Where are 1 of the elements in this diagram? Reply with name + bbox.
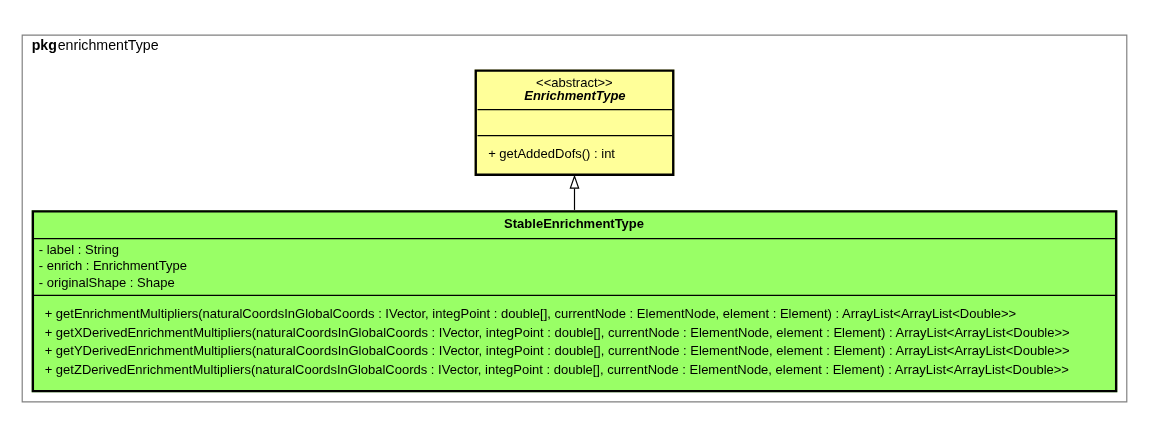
arrow bbox=[569, 174, 580, 211]
